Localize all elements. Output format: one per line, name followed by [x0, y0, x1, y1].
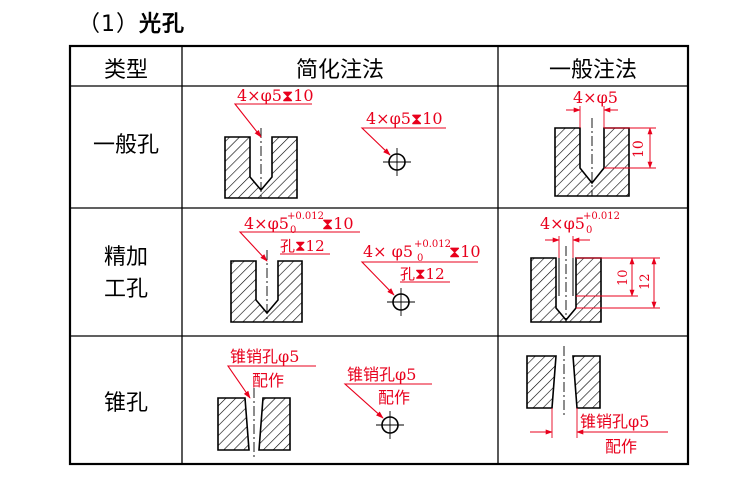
row3-simp-b-l2: 配作: [378, 388, 410, 407]
row2-simp-a-main: 4×φ5: [244, 214, 289, 233]
row1-simplified-b-label: 4×φ5⧗10: [366, 109, 443, 128]
row2-general-tol-lo: 0: [586, 225, 592, 236]
row2-general-main: 4×φ5: [540, 214, 585, 233]
row-label-taper-hole: 锥孔: [103, 391, 148, 416]
row-label-precision-hole-2: 工孔: [103, 277, 148, 302]
table-grid: [68, 44, 690, 466]
row2-simplified-plan: 4× φ5 +0.012 0 ⧗10 孔⧗12: [360, 239, 481, 316]
row3-general-section: 锥销孔φ5 配作: [526, 346, 668, 456]
row2-simp-b-tol-up: +0.012: [414, 239, 451, 250]
row1-simplified-a-label: 4×φ5⧗10: [237, 86, 314, 105]
row1-simplified-plan: 4×φ5⧗10: [360, 109, 446, 176]
row-label-normal-hole: 一般孔: [92, 133, 159, 158]
row1-general-dim: 10: [631, 140, 647, 158]
header-simplified: 简化注法: [295, 58, 384, 83]
row2-simp-b-sub: 孔⧗12: [400, 265, 445, 283]
row3-simp-a-l2: 配作: [252, 371, 284, 390]
row2-simp-a-sub: 孔⧗12: [280, 237, 325, 255]
row3-simp-a-l1: 锥销孔φ5: [230, 347, 299, 366]
row3-general-l1: 锥销孔φ5: [580, 412, 649, 431]
section-number: （1）: [78, 12, 139, 37]
row2-simp-b-tol-lo: 0: [417, 253, 423, 264]
row3-simplified-section: 锥销孔φ5 配作: [217, 347, 316, 460]
row2-general-tol-up: +0.012: [583, 211, 620, 222]
row-label-precision-hole-1: 精加: [103, 245, 148, 270]
row3-general-l2: 配作: [605, 437, 637, 456]
row1-general-section: 4×φ5 10: [554, 88, 656, 197]
header-general: 一般注法: [548, 58, 637, 83]
row2-simp-b-main: 4× φ5: [363, 242, 413, 261]
row2-simp-a-depth: ⧗10: [322, 214, 354, 233]
row2-simp-b-depth: ⧗10: [449, 242, 481, 261]
row3-simp-b-l1: 锥销孔φ5: [347, 365, 416, 384]
row1-general-label: 4×φ5: [573, 88, 618, 107]
row2-general-dim-b: 12: [638, 273, 653, 290]
row2-general-section: 4×φ5 +0.012 0 10 12: [530, 211, 660, 323]
section-title-text: 光孔: [139, 12, 186, 37]
row2-simp-a-tol-up: +0.012: [287, 211, 324, 222]
section-title: （1）光孔: [78, 6, 185, 38]
row2-simp-a-tol-lo: 0: [290, 225, 296, 236]
row3-simplified-plan: 锥销孔φ5 配作: [343, 365, 432, 439]
header-type: 类型: [103, 58, 148, 83]
row1-simplified-section: 4×φ5⧗10: [224, 86, 314, 199]
row2-general-dim-a: 10: [616, 269, 631, 286]
row2-simplified-section: 4×φ5 +0.012 0 ⧗10 孔⧗12: [230, 211, 360, 323]
